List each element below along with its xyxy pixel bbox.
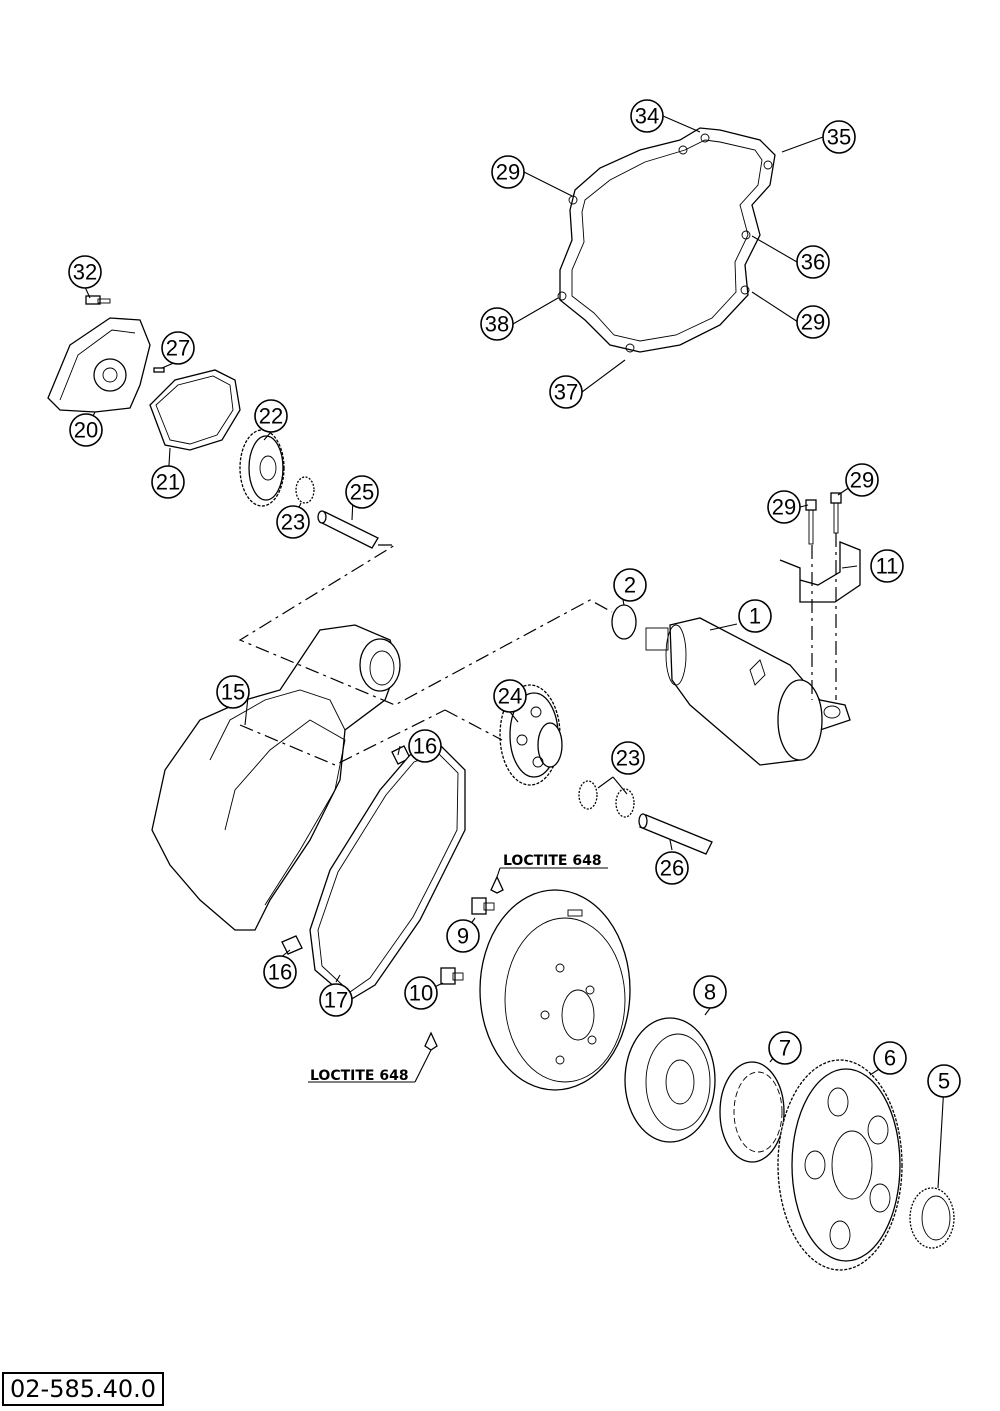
svg-text:16: 16: [268, 960, 292, 985]
callout-35: 35: [822, 120, 856, 154]
starter-bracket: [779, 541, 861, 603]
needle-bearing-lower-a: [578, 780, 598, 810]
gear-bearing: [909, 1187, 955, 1249]
loctite-drop-lower: [424, 1031, 438, 1051]
needle-bearing-lower-b: [615, 788, 635, 818]
svg-text:29: 29: [801, 310, 825, 335]
svg-text:17: 17: [324, 988, 348, 1013]
svg-text:29: 29: [850, 468, 874, 493]
shaft-26: [638, 813, 713, 855]
callout-1: 1: [738, 599, 772, 633]
svg-text:23: 23: [616, 746, 640, 771]
callout-11: 11: [870, 549, 904, 583]
svg-text:6: 6: [884, 1046, 896, 1071]
callout-16-upper: 16: [408, 729, 442, 763]
svg-text:23: 23: [281, 510, 305, 535]
callout-5: 5: [927, 1064, 961, 1098]
freewheel-hub: [624, 1017, 716, 1143]
callout-2: 2: [613, 568, 647, 602]
callout-8: 8: [693, 975, 727, 1009]
drawing-code-label: 02-585.40.0: [2, 1372, 165, 1406]
starter-gear: [777, 1059, 903, 1271]
shaft-25: [317, 510, 379, 549]
loctite-label-upper: LOCTITE 648: [503, 853, 602, 869]
o-ring: [611, 604, 637, 640]
svg-text:26: 26: [660, 856, 684, 881]
svg-text:36: 36: [801, 250, 825, 275]
small-cover: [47, 317, 151, 413]
callout-17: 17: [319, 983, 353, 1017]
svg-text:32: 32: [73, 260, 97, 285]
svg-text:5: 5: [938, 1069, 950, 1094]
dowel-16-lower: [281, 935, 303, 955]
svg-text:22: 22: [259, 404, 283, 429]
svg-text:35: 35: [827, 125, 851, 150]
callout-29-bracket-left: 29: [767, 490, 801, 524]
callout-10: 10: [404, 976, 438, 1010]
pin-27: [153, 367, 165, 373]
callout-25: 25: [345, 475, 379, 509]
svg-text:11: 11: [876, 554, 899, 579]
callout-26: 26: [655, 851, 689, 885]
svg-text:38: 38: [485, 312, 509, 337]
callout-29-gasket-left: 29: [491, 155, 525, 189]
starter-motor: [645, 617, 851, 766]
bolt-29-left: [805, 499, 817, 545]
svg-text:24: 24: [498, 684, 522, 709]
ignition-cover: [151, 624, 401, 931]
loctite-label-lower: LOCTITE 648: [310, 1068, 409, 1084]
callout-29-gasket-right: 29: [796, 305, 830, 339]
screw-10: [440, 967, 464, 985]
assembly-axes: [238, 533, 837, 766]
svg-text:29: 29: [772, 495, 796, 520]
callout-21: 21: [151, 465, 185, 499]
svg-text:2: 2: [624, 573, 636, 598]
callout-29-bracket-right: 29: [845, 463, 879, 497]
callout-16-lower: 16: [263, 955, 297, 989]
svg-text:1: 1: [749, 604, 761, 629]
svg-text:7: 7: [779, 1036, 791, 1061]
svg-text:20: 20: [74, 418, 98, 443]
svg-text:21: 21: [156, 470, 180, 495]
callout-23-lower: 23: [611, 741, 645, 775]
svg-text:29: 29: [496, 160, 520, 185]
svg-text:25: 25: [350, 480, 374, 505]
callout-36: 36: [796, 245, 830, 279]
loctite-drop-upper: [490, 875, 504, 894]
svg-text:9: 9: [457, 924, 469, 949]
svg-text:16: 16: [413, 734, 437, 759]
svg-text:8: 8: [704, 980, 716, 1005]
callout-37: 37: [549, 375, 583, 409]
callout-9: 9: [446, 919, 480, 953]
callout-23-upper: 23: [276, 505, 310, 539]
callout-6: 6: [873, 1041, 907, 1075]
callout-15: 15: [216, 675, 250, 709]
callout-7: 7: [768, 1031, 802, 1065]
callout-22: 22: [254, 399, 288, 433]
svg-text:37: 37: [554, 380, 578, 405]
svg-text:34: 34: [635, 104, 659, 129]
callout-34: 34: [630, 99, 664, 133]
gear-22: [239, 429, 285, 507]
svg-text:10: 10: [409, 981, 433, 1006]
bolt-29-right: [830, 492, 842, 534]
cover-gasket-top: [557, 127, 776, 353]
flywheel-rotor: [479, 889, 631, 1091]
callout-27: 27: [161, 331, 195, 365]
callout-24: 24: [493, 679, 527, 713]
bolt-32: [85, 295, 111, 305]
svg-text:27: 27: [166, 336, 190, 361]
needle-bearing-upper: [295, 476, 315, 504]
callout-20: 20: [69, 413, 103, 447]
cover-gasket-small: [149, 369, 241, 451]
callout-32: 32: [68, 255, 102, 289]
svg-text:15: 15: [221, 680, 245, 705]
screw-9: [471, 897, 495, 915]
freewheel: [719, 1061, 785, 1163]
callout-38: 38: [480, 307, 514, 341]
